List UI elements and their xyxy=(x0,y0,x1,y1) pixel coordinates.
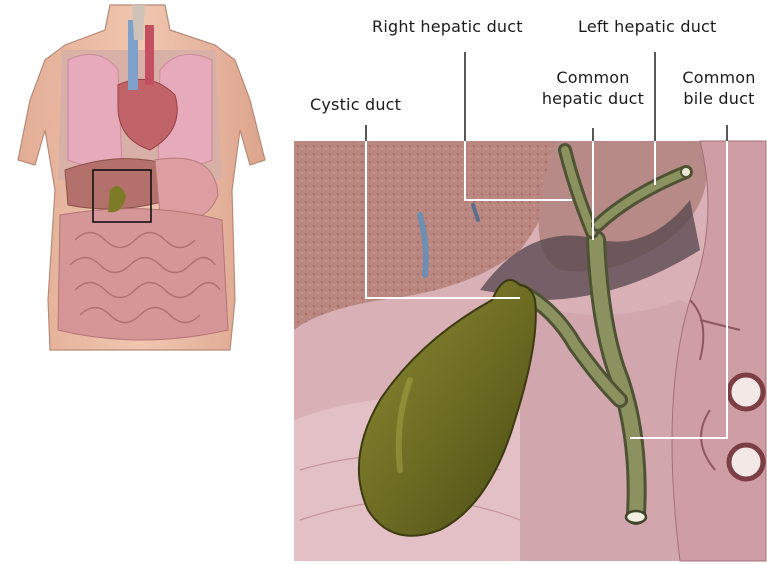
label-common-hepatic-duct: Common hepatic duct xyxy=(536,67,650,109)
label-common-bile-line2: bile duct xyxy=(676,88,762,109)
vessel-ring-upper xyxy=(729,375,763,409)
label-cystic-duct: Cystic duct xyxy=(310,94,401,115)
label-right-hepatic-duct: Right hepatic duct xyxy=(372,16,523,37)
detail-panel xyxy=(294,141,766,561)
vena-cava xyxy=(145,25,154,85)
torso-illustration xyxy=(18,5,265,350)
label-common-bile-duct: Common bile duct xyxy=(676,67,762,109)
left-lung xyxy=(68,54,122,166)
vessel-ring-lower xyxy=(729,445,763,479)
trachea xyxy=(132,5,145,40)
label-left-hepatic-duct: Left hepatic duct xyxy=(578,16,717,37)
intestines-thumb xyxy=(58,209,228,340)
duct-opening xyxy=(626,511,646,523)
label-common-hepatic-line1: Common xyxy=(536,67,650,88)
label-common-bile-line1: Common xyxy=(676,67,762,88)
label-common-hepatic-line2: hepatic duct xyxy=(536,88,650,109)
